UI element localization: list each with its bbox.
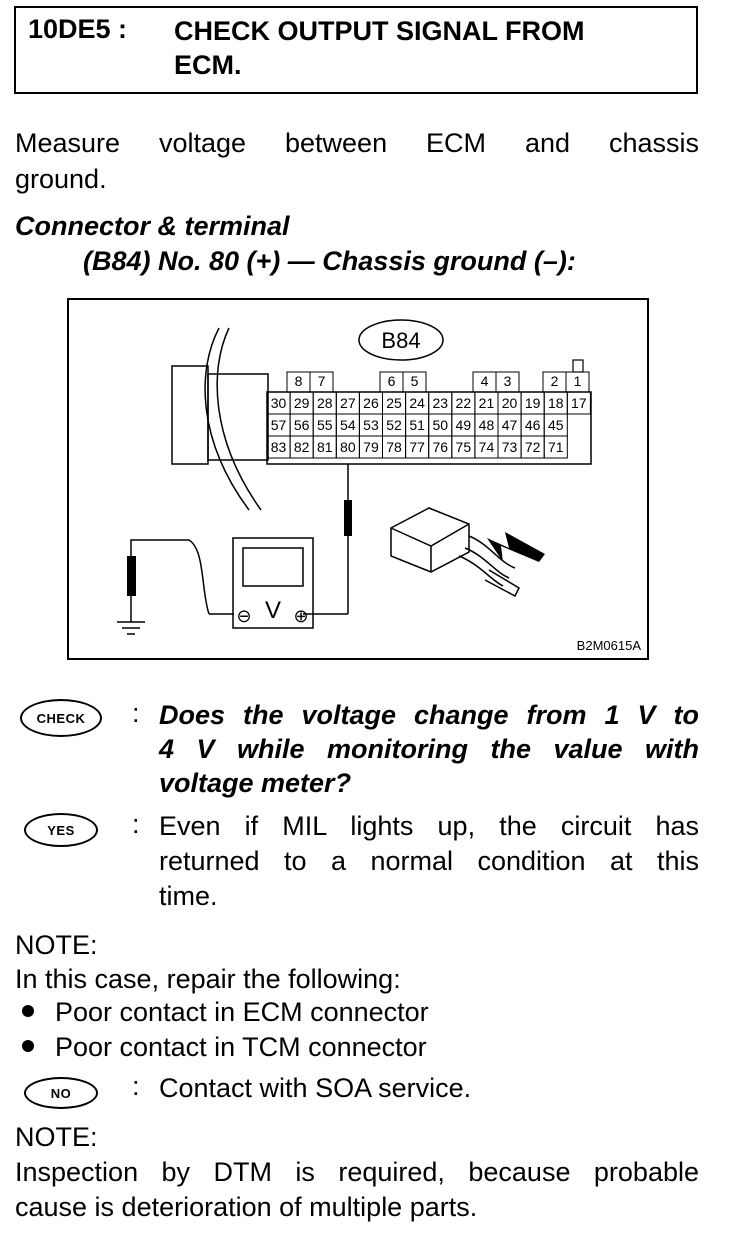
connector-label: B84 [381, 328, 420, 353]
note-1-line: In this case, repair the following: [15, 964, 401, 994]
yes-line-2: returned to a normal condition at this [159, 846, 699, 876]
connector-row-2: 57 56 55 54 53 52 51 50 49 48 47 46 45 [266, 413, 568, 437]
pin-46: 46 [525, 417, 541, 433]
check-line-2: 4 V while monitoring the value with [159, 734, 699, 764]
pin-53: 53 [363, 417, 379, 433]
pin-top-2: 2 [551, 373, 559, 389]
pin-23: 23 [432, 395, 448, 411]
pin-28: 28 [317, 395, 333, 411]
pin-26: 26 [363, 395, 379, 411]
pin-81: 81 [317, 439, 333, 455]
check-line-3: voltage meter? [159, 768, 352, 798]
pin-77: 77 [409, 439, 425, 455]
pin-17: 17 [571, 395, 587, 411]
intro-line-2: ground. [15, 164, 107, 194]
yes-colon: : [132, 809, 140, 839]
pin-75: 75 [456, 439, 472, 455]
pin-top-1: 1 [574, 373, 582, 389]
connector-row-1: 30 29 28 27 26 25 24 23 22 21 20 19 18 17 [266, 391, 591, 415]
pin-18: 18 [548, 395, 564, 411]
connector-spec: (B84) No. 80 (+) — Chassis ground (–): [83, 246, 576, 276]
pin-19: 19 [525, 395, 541, 411]
pin-72: 72 [525, 439, 541, 455]
pin-top-8: 8 [295, 373, 303, 389]
pin-top-7: 7 [318, 373, 326, 389]
title-box: 10DE5 : CHECK OUTPUT SIGNAL FROM ECM. [14, 6, 698, 94]
step-title: CHECK OUTPUT SIGNAL FROM ECM. [174, 14, 674, 82]
pin-22: 22 [456, 395, 472, 411]
pin-79: 79 [363, 439, 379, 455]
connector-label-oval [358, 319, 444, 361]
plus-terminal: ⊕ [293, 606, 308, 627]
pin-29: 29 [294, 395, 310, 411]
pin-49: 49 [456, 417, 472, 433]
pin-57: 57 [271, 417, 287, 433]
yes-badge: YES [24, 813, 98, 847]
note-2-label: NOTE: [15, 1122, 98, 1152]
pin-50: 50 [432, 417, 448, 433]
intro-line-1: Measure voltage between ECM and chassis [15, 128, 699, 158]
bullet-2 [22, 1040, 34, 1052]
connector-illustration [390, 507, 545, 598]
note-1-label: NOTE: [15, 930, 98, 960]
pin-top-4: 4 [481, 373, 489, 389]
check-line-1: Does the voltage change from 1 V to [159, 700, 699, 730]
check-badge: CHECK [20, 699, 102, 737]
title-line-2: ECM. [174, 50, 242, 80]
bullet-1 [22, 1005, 34, 1017]
no-colon: : [132, 1071, 140, 1101]
yes-line-1: Even if MIL lights up, the circuit has [159, 811, 699, 841]
step-code: 10DE5 : [28, 14, 128, 44]
pin-top-6: 6 [388, 373, 396, 389]
pin-73: 73 [502, 439, 518, 455]
voltmeter-symbol: V [265, 597, 281, 624]
no-badge: NO [24, 1077, 98, 1109]
pin-76: 76 [432, 439, 448, 455]
connector-row-3: 83 82 81 80 79 78 77 76 75 74 73 72 71 [266, 435, 568, 459]
no-text: Contact with SOA service. [159, 1073, 472, 1103]
pin-48: 48 [479, 417, 495, 433]
pin-74: 74 [479, 439, 495, 455]
pin-82: 82 [294, 439, 310, 455]
title-line-1: CHECK OUTPUT SIGNAL FROM [174, 16, 585, 46]
connector-heading: Connector & terminal [15, 211, 290, 241]
pin-25: 25 [386, 395, 402, 411]
pin-55: 55 [317, 417, 333, 433]
pin-top-3: 3 [504, 373, 512, 389]
pin-52: 52 [386, 417, 402, 433]
yes-line-3: time. [159, 881, 218, 911]
pin-80: 80 [340, 439, 356, 455]
figure-code: B2M0615A [577, 638, 642, 653]
pin-30: 30 [271, 395, 287, 411]
pin-47: 47 [502, 417, 518, 433]
pin-78: 78 [386, 439, 402, 455]
pin-24: 24 [409, 395, 425, 411]
note-1-bullet-1: Poor contact in ECM connector [55, 997, 429, 1027]
pin-54: 54 [340, 417, 356, 433]
pin-83: 83 [271, 439, 287, 455]
pin-20: 20 [502, 395, 518, 411]
pin-21: 21 [479, 395, 495, 411]
pin-27: 27 [340, 395, 356, 411]
pin-51: 51 [409, 417, 425, 433]
minus-terminal: ⊖ [236, 606, 251, 627]
pin-top-5: 5 [411, 373, 419, 389]
note-2-line-1: Inspection by DTM is required, because p… [15, 1157, 699, 1187]
voltmeter [232, 537, 314, 629]
note-2-line-2: cause is deterioration of multiple parts… [15, 1192, 478, 1222]
pin-56: 56 [294, 417, 310, 433]
note-1-bullet-2: Poor contact in TCM connector [55, 1032, 427, 1062]
pin-71: 71 [548, 439, 564, 455]
pin-45: 45 [548, 417, 564, 433]
check-colon: : [132, 698, 140, 728]
